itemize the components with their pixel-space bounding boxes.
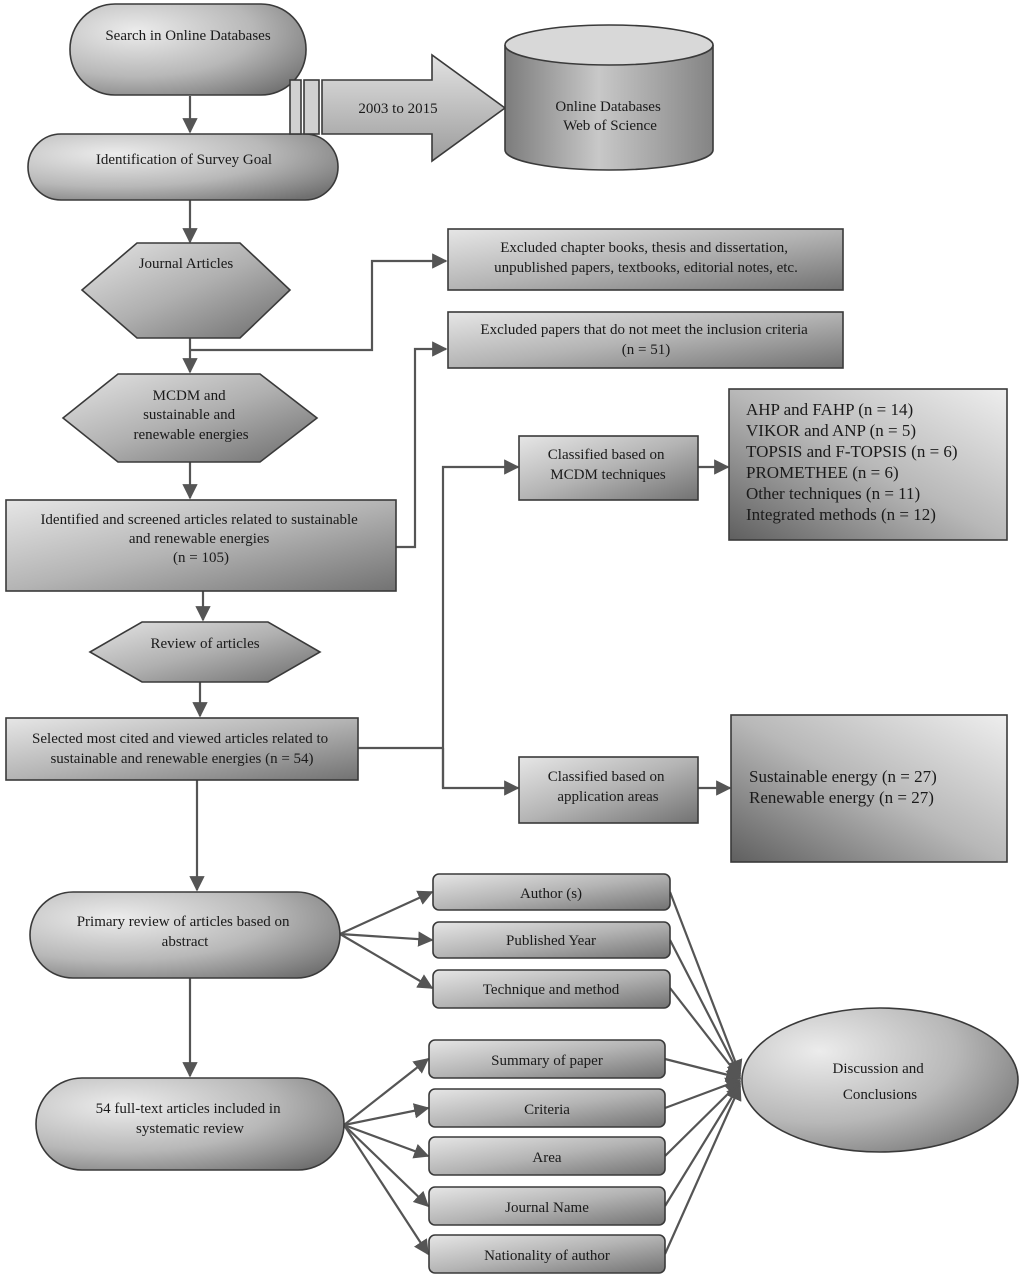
node-excluded-criteria: Excluded papers that do not meet the inc… [447, 311, 844, 369]
energy-list-label: Sustainable energy (n = 27) Renewable en… [749, 767, 941, 807]
node-journal-name: Journal Name [428, 1186, 666, 1226]
edge-summary-discussion [664, 1057, 742, 1083]
node-search: Search in Online Databases [69, 3, 307, 96]
edge-fulltext-summary [343, 1058, 430, 1126]
primary-review-label: Primary review of articles based on abst… [77, 914, 294, 950]
node-full-text: 54 full-text articles included in system… [35, 1077, 345, 1171]
edge-technique-discussion [669, 987, 741, 1080]
edge-to-excluded-criteria [396, 341, 448, 549]
edge-nationality-discussion [663, 1084, 742, 1255]
journal-name-label: Journal Name [505, 1200, 589, 1216]
selected-label: Selected most cited and viewed articles … [32, 731, 332, 767]
search-label: Search in Online Databases [105, 28, 271, 44]
classified-app-label: Classified based on application areas [548, 769, 668, 805]
node-selected: Selected most cited and viewed articles … [5, 717, 359, 781]
node-classified-mcdm: Classified based on MCDM techniques [518, 435, 699, 501]
node-identified: Identified and screened articles related… [5, 499, 397, 592]
node-summary: Summary of paper [428, 1039, 666, 1079]
excluded-books-label: Excluded chapter books, thesis and disse… [494, 240, 798, 276]
edge-to-excluded-books [190, 253, 448, 352]
node-published-year: Published Year [432, 921, 671, 959]
edge-year-discussion [669, 939, 741, 1078]
node-criteria: Criteria [428, 1088, 666, 1128]
edge-fulltext-nationality [343, 1124, 429, 1256]
connectors [182, 96, 743, 1256]
area-label: Area [532, 1150, 561, 1166]
technique-method-label: Technique and method [483, 982, 620, 998]
node-primary-review: Primary review of articles based on abst… [29, 891, 341, 979]
edge-to-classified-app [441, 748, 520, 796]
classified-mcdm-label: Classified based on MCDM techniques [548, 447, 668, 483]
node-excluded-books: Excluded chapter books, thesis and disse… [447, 228, 844, 291]
edge-fulltext-journal [343, 1124, 430, 1208]
edge-fulltext-area [343, 1123, 430, 1159]
edge-primary-year [339, 931, 434, 947]
edge-primary-technique [339, 933, 434, 989]
nationality-label: Nationality of author [484, 1248, 610, 1264]
published-year-label: Published Year [506, 933, 596, 949]
node-nationality: Nationality of author [428, 1234, 666, 1274]
identified-label: Identified and screened articles related… [40, 512, 361, 566]
node-discussion: Discussion and Conclusions [741, 1007, 1019, 1153]
criteria-label: Criteria [524, 1102, 570, 1118]
node-classified-app: Classified based on application areas [518, 756, 699, 824]
discussion-label: Discussion and Conclusions [833, 1061, 928, 1103]
node-survey-goal: Identification of Survey Goal [27, 133, 339, 201]
summary-label: Summary of paper [491, 1053, 603, 1069]
node-review: Review of articles [88, 621, 322, 683]
review-label: Review of articles [150, 636, 259, 652]
node-energy-list: Sustainable energy (n = 27) Renewable en… [730, 714, 1008, 863]
node-author: Author (s) [432, 873, 671, 911]
databases-label: Online Databases Web of Science [555, 99, 664, 134]
node-techniques-list: AHP and FAHP (n = 14) VIKOR and ANP (n =… [728, 388, 1008, 541]
excluded-criteria-label: Excluded papers that do not meet the inc… [480, 322, 811, 358]
edge-to-classified-mcdm [441, 459, 520, 788]
edge-primary-author [339, 890, 434, 936]
journal-articles-label: Journal Articles [139, 256, 234, 272]
survey-goal-label: Identification of Survey Goal [96, 152, 272, 168]
attributes-group-b: Summary of paper Criteria Area Journal N… [428, 1039, 666, 1274]
author-label: Author (s) [520, 886, 582, 902]
node-mcdm-energies: MCDM and sustainable and renewable energ… [61, 373, 319, 463]
edge-fulltext-criteria [343, 1103, 430, 1127]
edge-author-discussion [668, 891, 743, 1076]
techniques-list-label: AHP and FAHP (n = 14) VIKOR and ANP (n =… [746, 400, 962, 524]
attributes-group-a: Author (s) Published Year Technique and … [432, 873, 671, 1009]
node-journal-articles: Journal Articles [80, 242, 292, 339]
edge-journal-discussion [664, 1082, 741, 1207]
node-technique-method: Technique and method [432, 969, 671, 1009]
mcdm-energies-label: MCDM and sustainable and renewable energ… [133, 388, 248, 443]
years-label: 2003 to 2015 [358, 101, 437, 117]
node-area: Area [428, 1136, 666, 1176]
full-text-label: 54 full-text articles included in system… [96, 1101, 285, 1137]
node-years-arrow: 2003 to 2015 [289, 53, 507, 163]
node-databases: Online Databases Web of Science [504, 24, 714, 171]
